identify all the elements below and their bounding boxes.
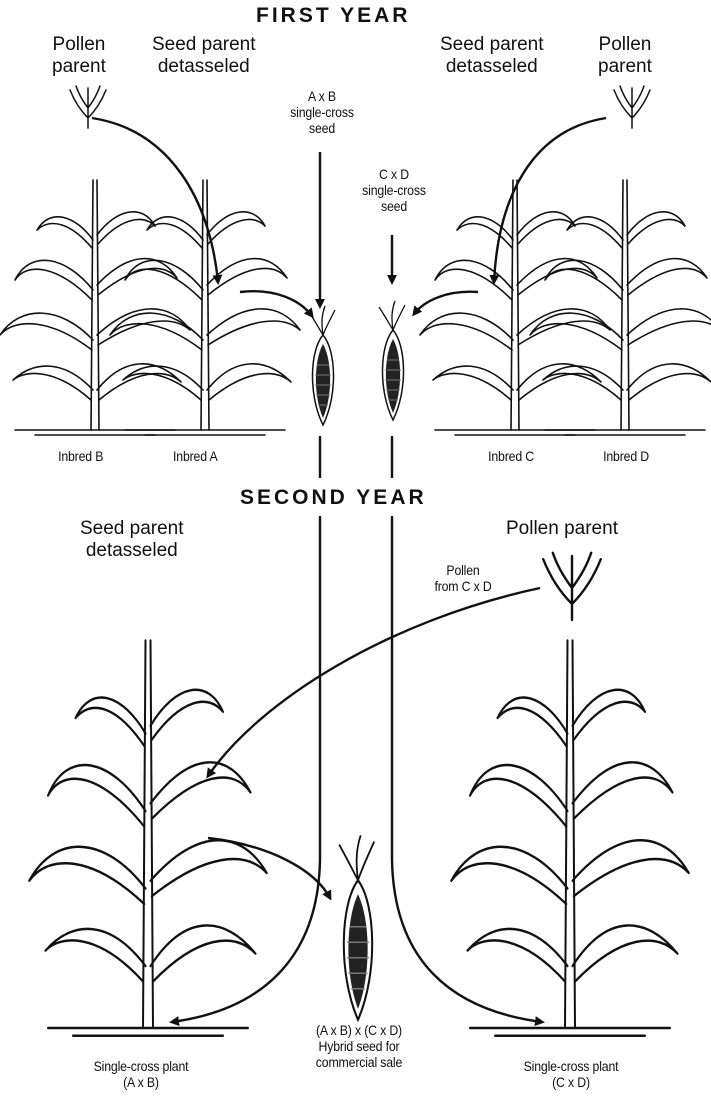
label-pollen-parent: Pollen parent bbox=[506, 518, 618, 540]
label-right-seed-parent: Seed parent detasseled bbox=[440, 34, 544, 78]
label-pollen-from-cd: Pollen from C x D bbox=[425, 562, 501, 594]
label-hybrid-seed: (A x B) x (C x D) Hybrid seed for commer… bbox=[293, 1022, 425, 1070]
label-inbred-d: Inbred D bbox=[603, 448, 649, 464]
label-inbred-b: Inbred B bbox=[58, 448, 103, 464]
heading-second-year: SECOND YEAR bbox=[240, 486, 427, 510]
hybrid-seed-ear bbox=[339, 835, 374, 1019]
cd-single-cross-ear bbox=[379, 301, 405, 420]
single-cross-plant-ab bbox=[29, 641, 267, 1036]
label-single-cross-cd: Single-cross plant (C x D) bbox=[505, 1058, 637, 1090]
label-inbred-c: Inbred C bbox=[488, 448, 534, 464]
label-single-cross-ab: Single-cross plant (A x B) bbox=[75, 1058, 207, 1090]
label-cd-seed: C x D single-cross seed bbox=[355, 166, 432, 214]
pollen-parent-tassel bbox=[543, 553, 601, 620]
ab-single-cross-ear bbox=[309, 306, 335, 425]
single-cross-plant-cd bbox=[451, 641, 689, 1036]
label-ab-seed: A x B single-cross seed bbox=[283, 88, 360, 136]
label-right-pollen-parent: Pollen parent bbox=[598, 34, 652, 78]
label-left-pollen-parent: Pollen parent bbox=[52, 34, 106, 78]
heading-first-year: FIRST YEAR bbox=[256, 4, 410, 28]
label-left-seed-parent: Seed parent detasseled bbox=[152, 34, 256, 78]
label-inbred-a: Inbred A bbox=[173, 448, 217, 464]
label-seed-parent-detasseled: Seed parent detasseled bbox=[80, 518, 184, 562]
